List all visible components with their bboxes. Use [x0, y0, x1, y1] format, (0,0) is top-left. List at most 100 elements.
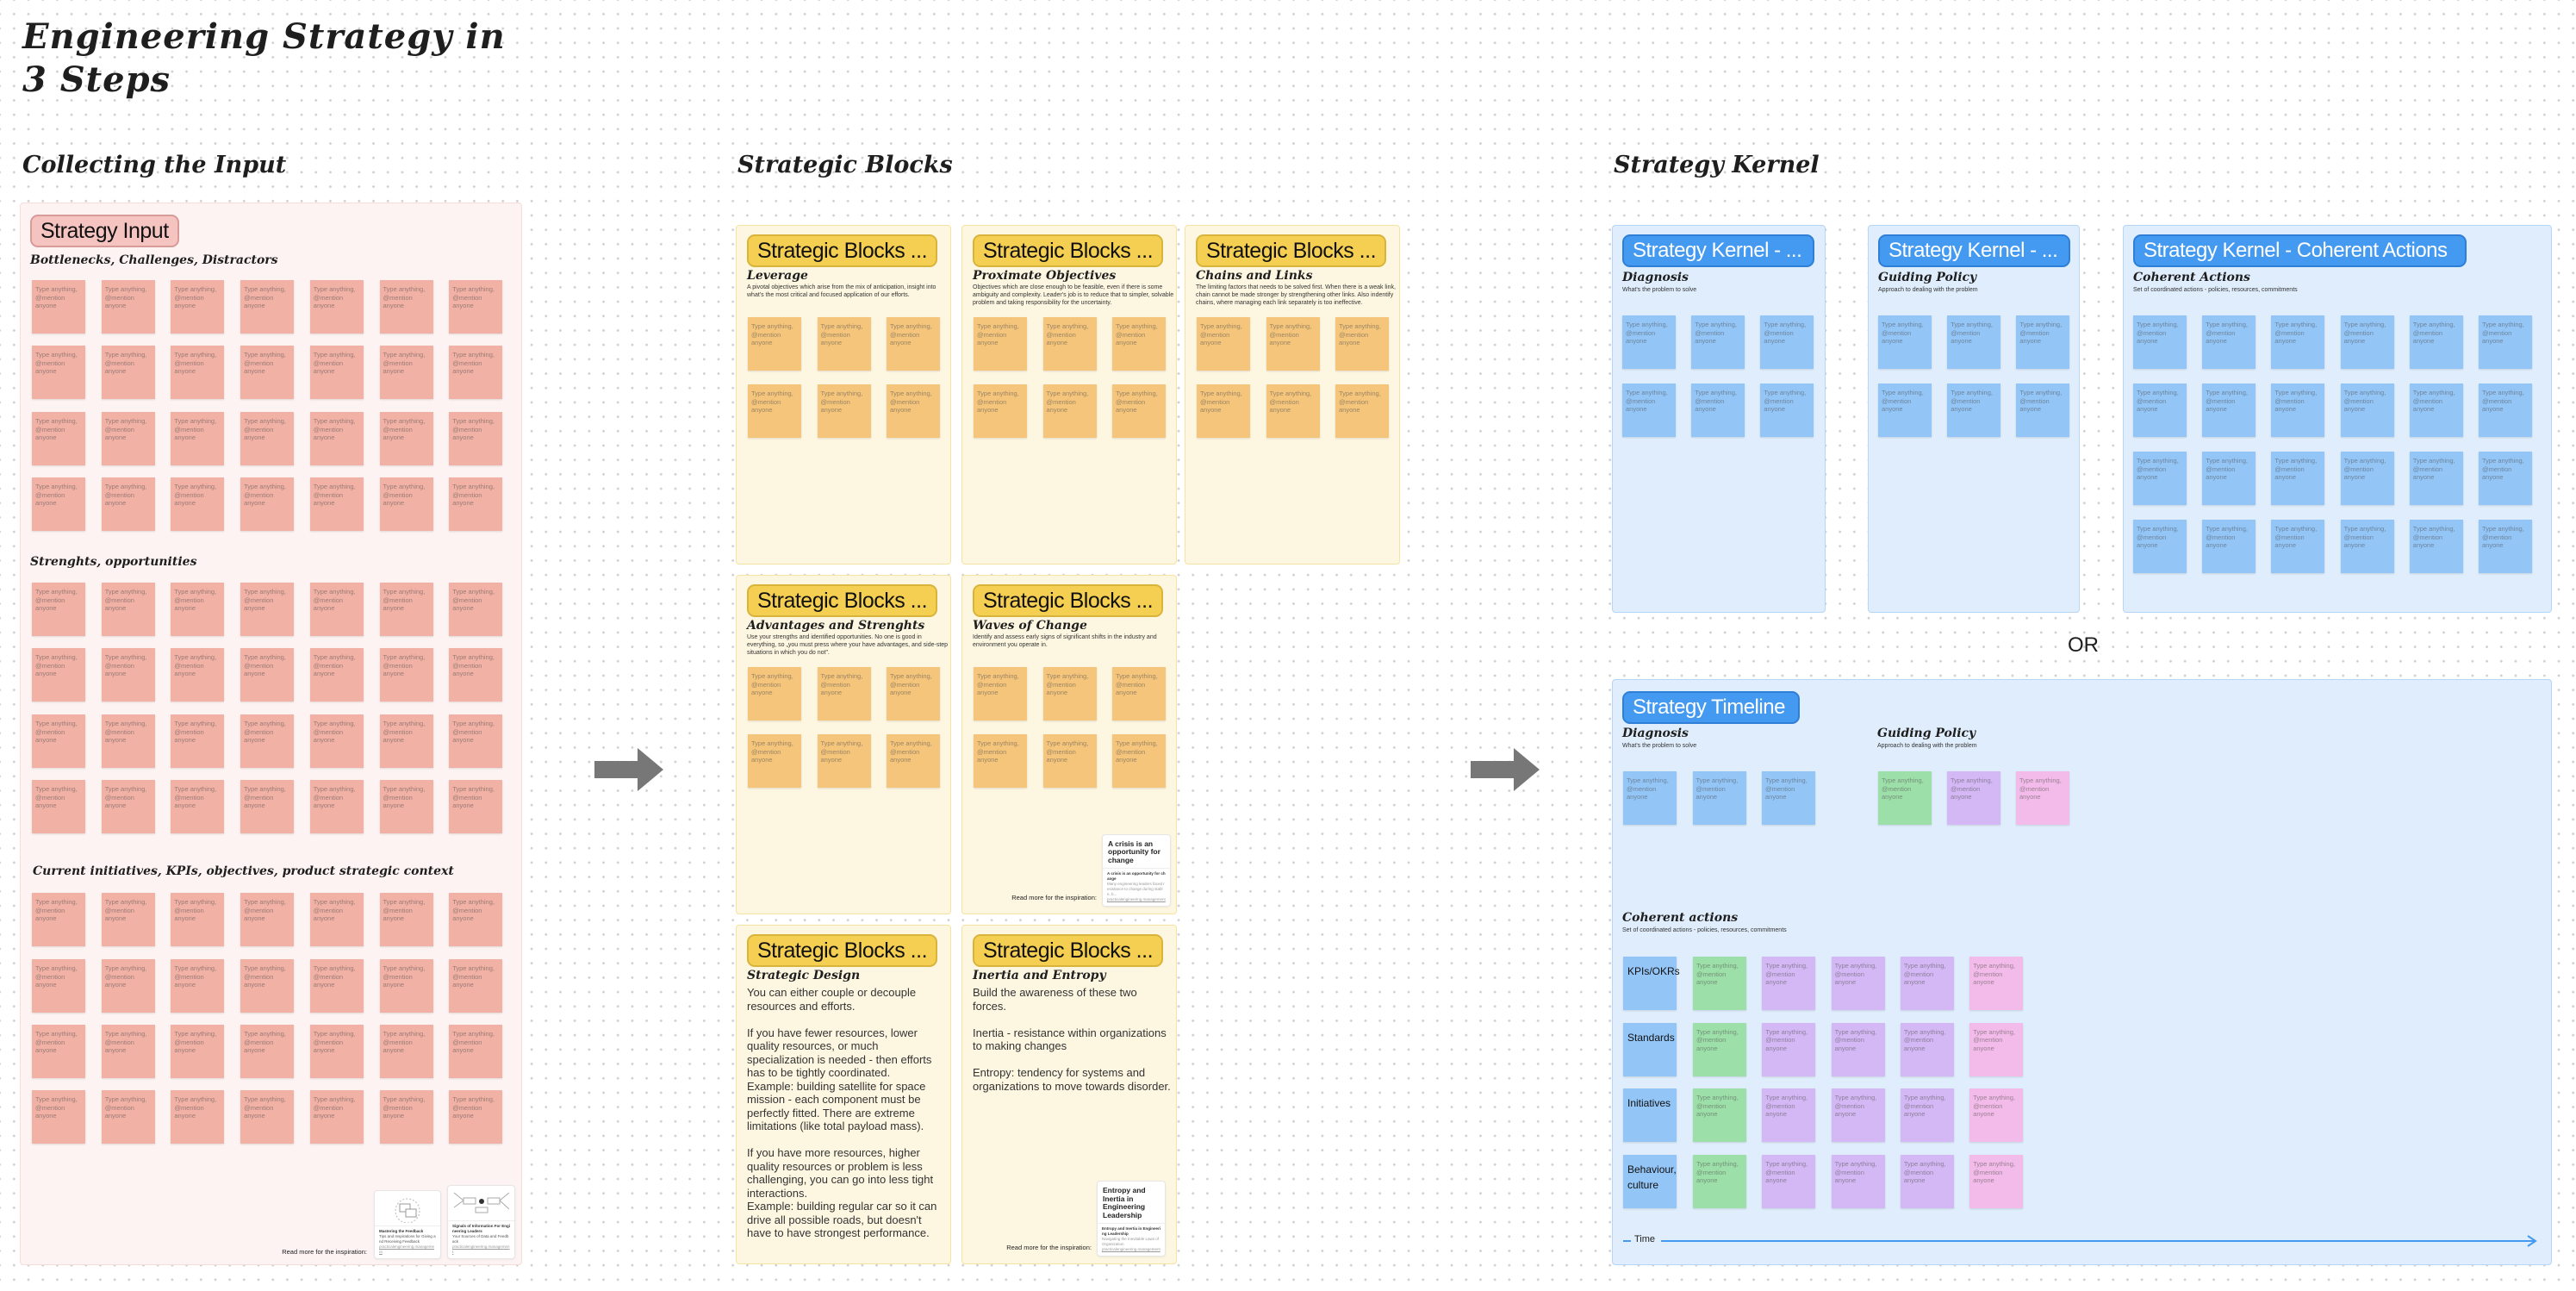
sticky-note[interactable]: Type anything, @mention anyone	[2271, 520, 2325, 573]
sticky-note[interactable]: Type anything, @mention anyone	[449, 280, 503, 334]
sticky-note[interactable]: Type anything, @mention anyone	[2271, 452, 2325, 505]
sticky-note[interactable]: Type anything, @mention anyone	[240, 648, 295, 702]
sticky-note[interactable]: Type anything, @mention anyone	[32, 780, 85, 833]
sticky-note[interactable]: Type anything, @mention anyone	[449, 1090, 503, 1144]
sticky-note[interactable]: Type anything, @mention anyone	[2016, 315, 2070, 369]
sticky-note[interactable]: Type anything, @mention anyone	[974, 317, 1027, 371]
row-label-behaviour-culture[interactable]: Behaviour, culture	[1623, 1155, 1677, 1209]
sticky-note[interactable]: Type anything, @mention anyone	[449, 346, 503, 399]
sticky-note[interactable]: Type anything, @mention anyone	[449, 1025, 503, 1078]
sticky-note[interactable]: Type anything, @mention anyone	[2133, 520, 2187, 573]
strategic-block-badge[interactable]: Strategic Blocks ...	[973, 934, 1164, 967]
sticky-note[interactable]: Type anything, @mention anyone	[1197, 317, 1250, 371]
sticky-note[interactable]: Type anything, @mention anyone	[449, 477, 503, 531]
sticky-note[interactable]: Type anything, @mention anyone	[379, 346, 433, 399]
sticky-note[interactable]: Type anything, @mention anyone	[449, 648, 503, 702]
strategy-kernel-badge[interactable]: Strategy Kernel - ...	[1878, 234, 2070, 267]
strategic-block-badge[interactable]: Strategic Blocks ...	[973, 234, 1164, 267]
sticky-note[interactable]: Type anything, @mention anyone	[1693, 957, 1746, 1010]
sticky-note[interactable]: Type anything, @mention anyone	[32, 648, 85, 702]
sticky-note[interactable]: Type anything, @mention anyone	[1693, 1022, 1746, 1076]
sticky-note[interactable]: Type anything, @mention anyone	[171, 893, 225, 946]
strategy-kernel-badge[interactable]: Strategy Kernel - Coherent Actions	[2133, 234, 2467, 267]
sticky-note[interactable]: Type anything, @mention anyone	[171, 780, 225, 833]
sticky-note[interactable]: Type anything, @mention anyone	[101, 780, 155, 833]
strategic-block-card[interactable]: Strategic Blocks ...Proximate Objectives…	[961, 225, 1177, 564]
sticky-note[interactable]: Type anything, @mention anyone	[379, 780, 433, 833]
sticky-note[interactable]: Type anything, @mention anyone	[171, 959, 225, 1013]
sticky-note[interactable]: Type anything, @mention anyone	[101, 583, 155, 636]
sticky-note[interactable]: Type anything, @mention anyone	[240, 412, 295, 465]
sticky-note[interactable]: Type anything, @mention anyone	[32, 893, 85, 946]
sticky-note[interactable]: Type anything, @mention anyone	[1900, 1088, 1954, 1143]
sticky-note[interactable]: Type anything, @mention anyone	[2271, 315, 2325, 369]
sticky-note[interactable]: Type anything, @mention anyone	[1878, 315, 1932, 369]
sticky-note[interactable]: Type anything, @mention anyone	[309, 412, 364, 465]
sticky-note[interactable]: Type anything, @mention anyone	[2409, 315, 2463, 369]
sticky-note[interactable]: Type anything, @mention anyone	[1762, 1022, 1816, 1076]
sticky-note[interactable]: Type anything, @mention anyone	[2016, 771, 2069, 825]
sticky-note[interactable]: Type anything, @mention anyone	[2340, 315, 2394, 369]
sticky-note[interactable]: Type anything, @mention anyone	[171, 477, 225, 531]
sticky-note[interactable]: Type anything, @mention anyone	[309, 1090, 364, 1144]
sticky-note[interactable]: Type anything, @mention anyone	[1831, 1088, 1885, 1143]
sticky-note[interactable]: Type anything, @mention anyone	[101, 714, 155, 768]
sticky-note[interactable]: Type anything, @mention anyone	[171, 412, 225, 465]
sticky-note[interactable]: Type anything, @mention anyone	[240, 280, 295, 334]
sticky-note[interactable]: Type anything, @mention anyone	[2202, 452, 2256, 505]
sticky-note[interactable]: Type anything, @mention anyone	[887, 734, 940, 788]
sticky-note[interactable]: Type anything, @mention anyone	[240, 959, 295, 1013]
sticky-note[interactable]: Type anything, @mention anyone	[817, 317, 871, 371]
sticky-note[interactable]: Type anything, @mention anyone	[1969, 957, 2024, 1010]
row-label-initiatives[interactable]: Initiatives	[1623, 1088, 1677, 1143]
sticky-note[interactable]: Type anything, @mention anyone	[101, 346, 155, 399]
sticky-note[interactable]: Type anything, @mention anyone	[1762, 1155, 1816, 1209]
sticky-note[interactable]: Type anything, @mention anyone	[171, 1025, 225, 1078]
sticky-note[interactable]: Type anything, @mention anyone	[379, 412, 433, 465]
sticky-note[interactable]: Type anything, @mention anyone	[379, 1025, 433, 1078]
sticky-note[interactable]: Type anything, @mention anyone	[32, 583, 85, 636]
sticky-note[interactable]: Type anything, @mention anyone	[171, 714, 225, 768]
sticky-note[interactable]: Type anything, @mention anyone	[1762, 1088, 1816, 1143]
sticky-note[interactable]: Type anything, @mention anyone	[240, 1025, 295, 1078]
sticky-note[interactable]: Type anything, @mention anyone	[887, 317, 940, 371]
sticky-note[interactable]: Type anything, @mention anyone	[309, 648, 364, 702]
sticky-note[interactable]: Type anything, @mention anyone	[1112, 317, 1166, 371]
sticky-note[interactable]: Type anything, @mention anyone	[1112, 734, 1166, 788]
sticky-note[interactable]: Type anything, @mention anyone	[449, 714, 503, 768]
sticky-note[interactable]: Type anything, @mention anyone	[1831, 957, 1885, 1010]
sticky-note[interactable]: Type anything, @mention anyone	[171, 648, 225, 702]
link-card[interactable]: Entropy and Inertia in Engineering Leade…	[1097, 1181, 1166, 1257]
sticky-note[interactable]: Type anything, @mention anyone	[1042, 667, 1097, 720]
sticky-note[interactable]: Type anything, @mention anyone	[379, 648, 433, 702]
sticky-note[interactable]: Type anything, @mention anyone	[309, 1025, 364, 1078]
sticky-note[interactable]: Type anything, @mention anyone	[309, 346, 364, 399]
sticky-note[interactable]: Type anything, @mention anyone	[379, 280, 433, 334]
sticky-note[interactable]: Type anything, @mention anyone	[1693, 1155, 1746, 1209]
sticky-note[interactable]: Type anything, @mention anyone	[1042, 317, 1097, 371]
sticky-note[interactable]: Type anything, @mention anyone	[32, 477, 85, 531]
sticky-note[interactable]: Type anything, @mention anyone	[1947, 315, 2001, 369]
sticky-note[interactable]: Type anything, @mention anyone	[309, 583, 364, 636]
sticky-note[interactable]: Type anything, @mention anyone	[32, 1090, 85, 1144]
sticky-note[interactable]: Type anything, @mention anyone	[2133, 315, 2187, 369]
sticky-note[interactable]: Type anything, @mention anyone	[379, 893, 433, 946]
sticky-note[interactable]: Type anything, @mention anyone	[1112, 667, 1166, 720]
sticky-note[interactable]: Type anything, @mention anyone	[2409, 520, 2463, 573]
sticky-note[interactable]: Type anything, @mention anyone	[171, 346, 225, 399]
link-card-domain[interactable]: practicalengineering.management	[1102, 1247, 1160, 1251]
strategic-block-badge[interactable]: Strategic Blocks ...	[973, 584, 1164, 617]
sticky-note[interactable]: Type anything, @mention anyone	[748, 384, 801, 438]
sticky-note[interactable]: Type anything, @mention anyone	[1335, 384, 1389, 438]
sticky-note[interactable]: Type anything, @mention anyone	[1947, 771, 2000, 825]
sticky-note[interactable]: Type anything, @mention anyone	[1335, 317, 1389, 371]
sticky-note[interactable]: Type anything, @mention anyone	[1831, 1155, 1885, 1209]
sticky-note[interactable]: Type anything, @mention anyone	[449, 583, 503, 636]
strategic-block-badge[interactable]: Strategic Blocks ...	[747, 584, 938, 617]
